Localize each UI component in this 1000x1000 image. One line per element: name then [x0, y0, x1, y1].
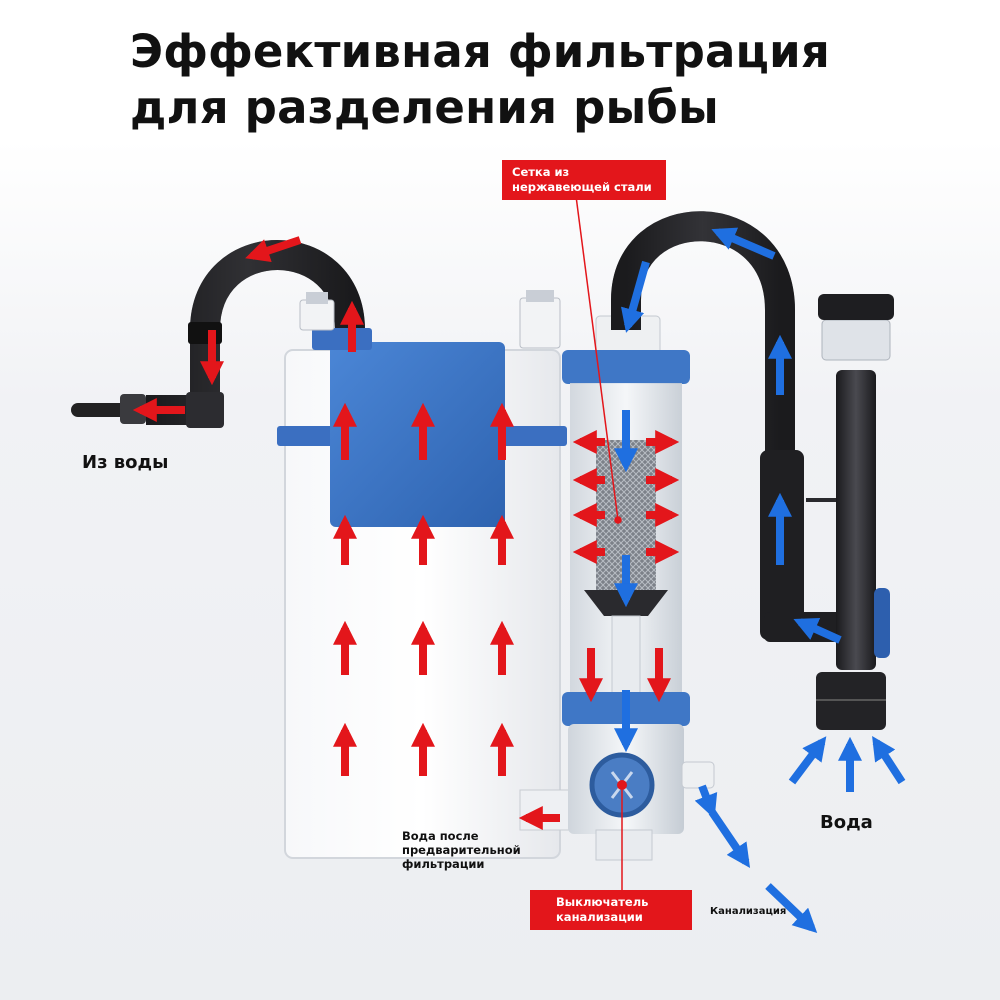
- blue-arrow: [765, 883, 818, 933]
- prefiltered-water-label: Вода после предварительной фильтрации: [402, 829, 521, 871]
- prefiltered-water-line-1: Вода после: [402, 829, 479, 843]
- blue-arrow: [711, 227, 776, 260]
- headline-line-1: Эффективная фильтрация: [130, 25, 830, 78]
- blue-arrow: [694, 784, 718, 819]
- blue-arrow: [793, 617, 842, 644]
- hanger-clip-left: [299, 292, 335, 331]
- mesh-callout: Сетка из нержавеющей стали: [502, 160, 666, 200]
- drain-switch-callout-line-1: Выключатель: [556, 895, 649, 909]
- blue-arrow: [708, 809, 751, 868]
- mesh-filter-column: [562, 315, 715, 861]
- prefiltered-water-line-2: предварительной: [402, 843, 521, 857]
- skimmer-pump: [806, 294, 894, 730]
- mesh-callout-line-2: нержавеющей стали: [512, 180, 652, 194]
- blue-arrow: [620, 260, 650, 333]
- callout-leaders: [575, 195, 623, 892]
- headline-line-2: для разделения рыбы: [130, 81, 719, 134]
- drain-switch-callout: Выключатель канализации: [530, 890, 692, 930]
- headline: Эффективная фильтрация для разделения ры…: [130, 24, 990, 136]
- mesh-callout-line-1: Сетка из: [512, 165, 570, 179]
- blue-arrow: [872, 735, 906, 785]
- mesh-leader-line: [575, 195, 619, 521]
- blue-flow-arrows: [614, 227, 906, 933]
- red-arrow: [245, 236, 302, 263]
- prefiltered-water-line-3: фильтрации: [402, 857, 485, 871]
- blue-arrow: [788, 736, 827, 785]
- hanger-clip-right: [519, 290, 561, 349]
- sewage-label: Канализация: [710, 906, 787, 917]
- red-flow-arrows: [132, 236, 680, 830]
- drain-switch-callout-line-2: канализации: [556, 910, 643, 924]
- from-water-label: Из воды: [82, 452, 169, 473]
- water-label: Вода: [820, 812, 873, 833]
